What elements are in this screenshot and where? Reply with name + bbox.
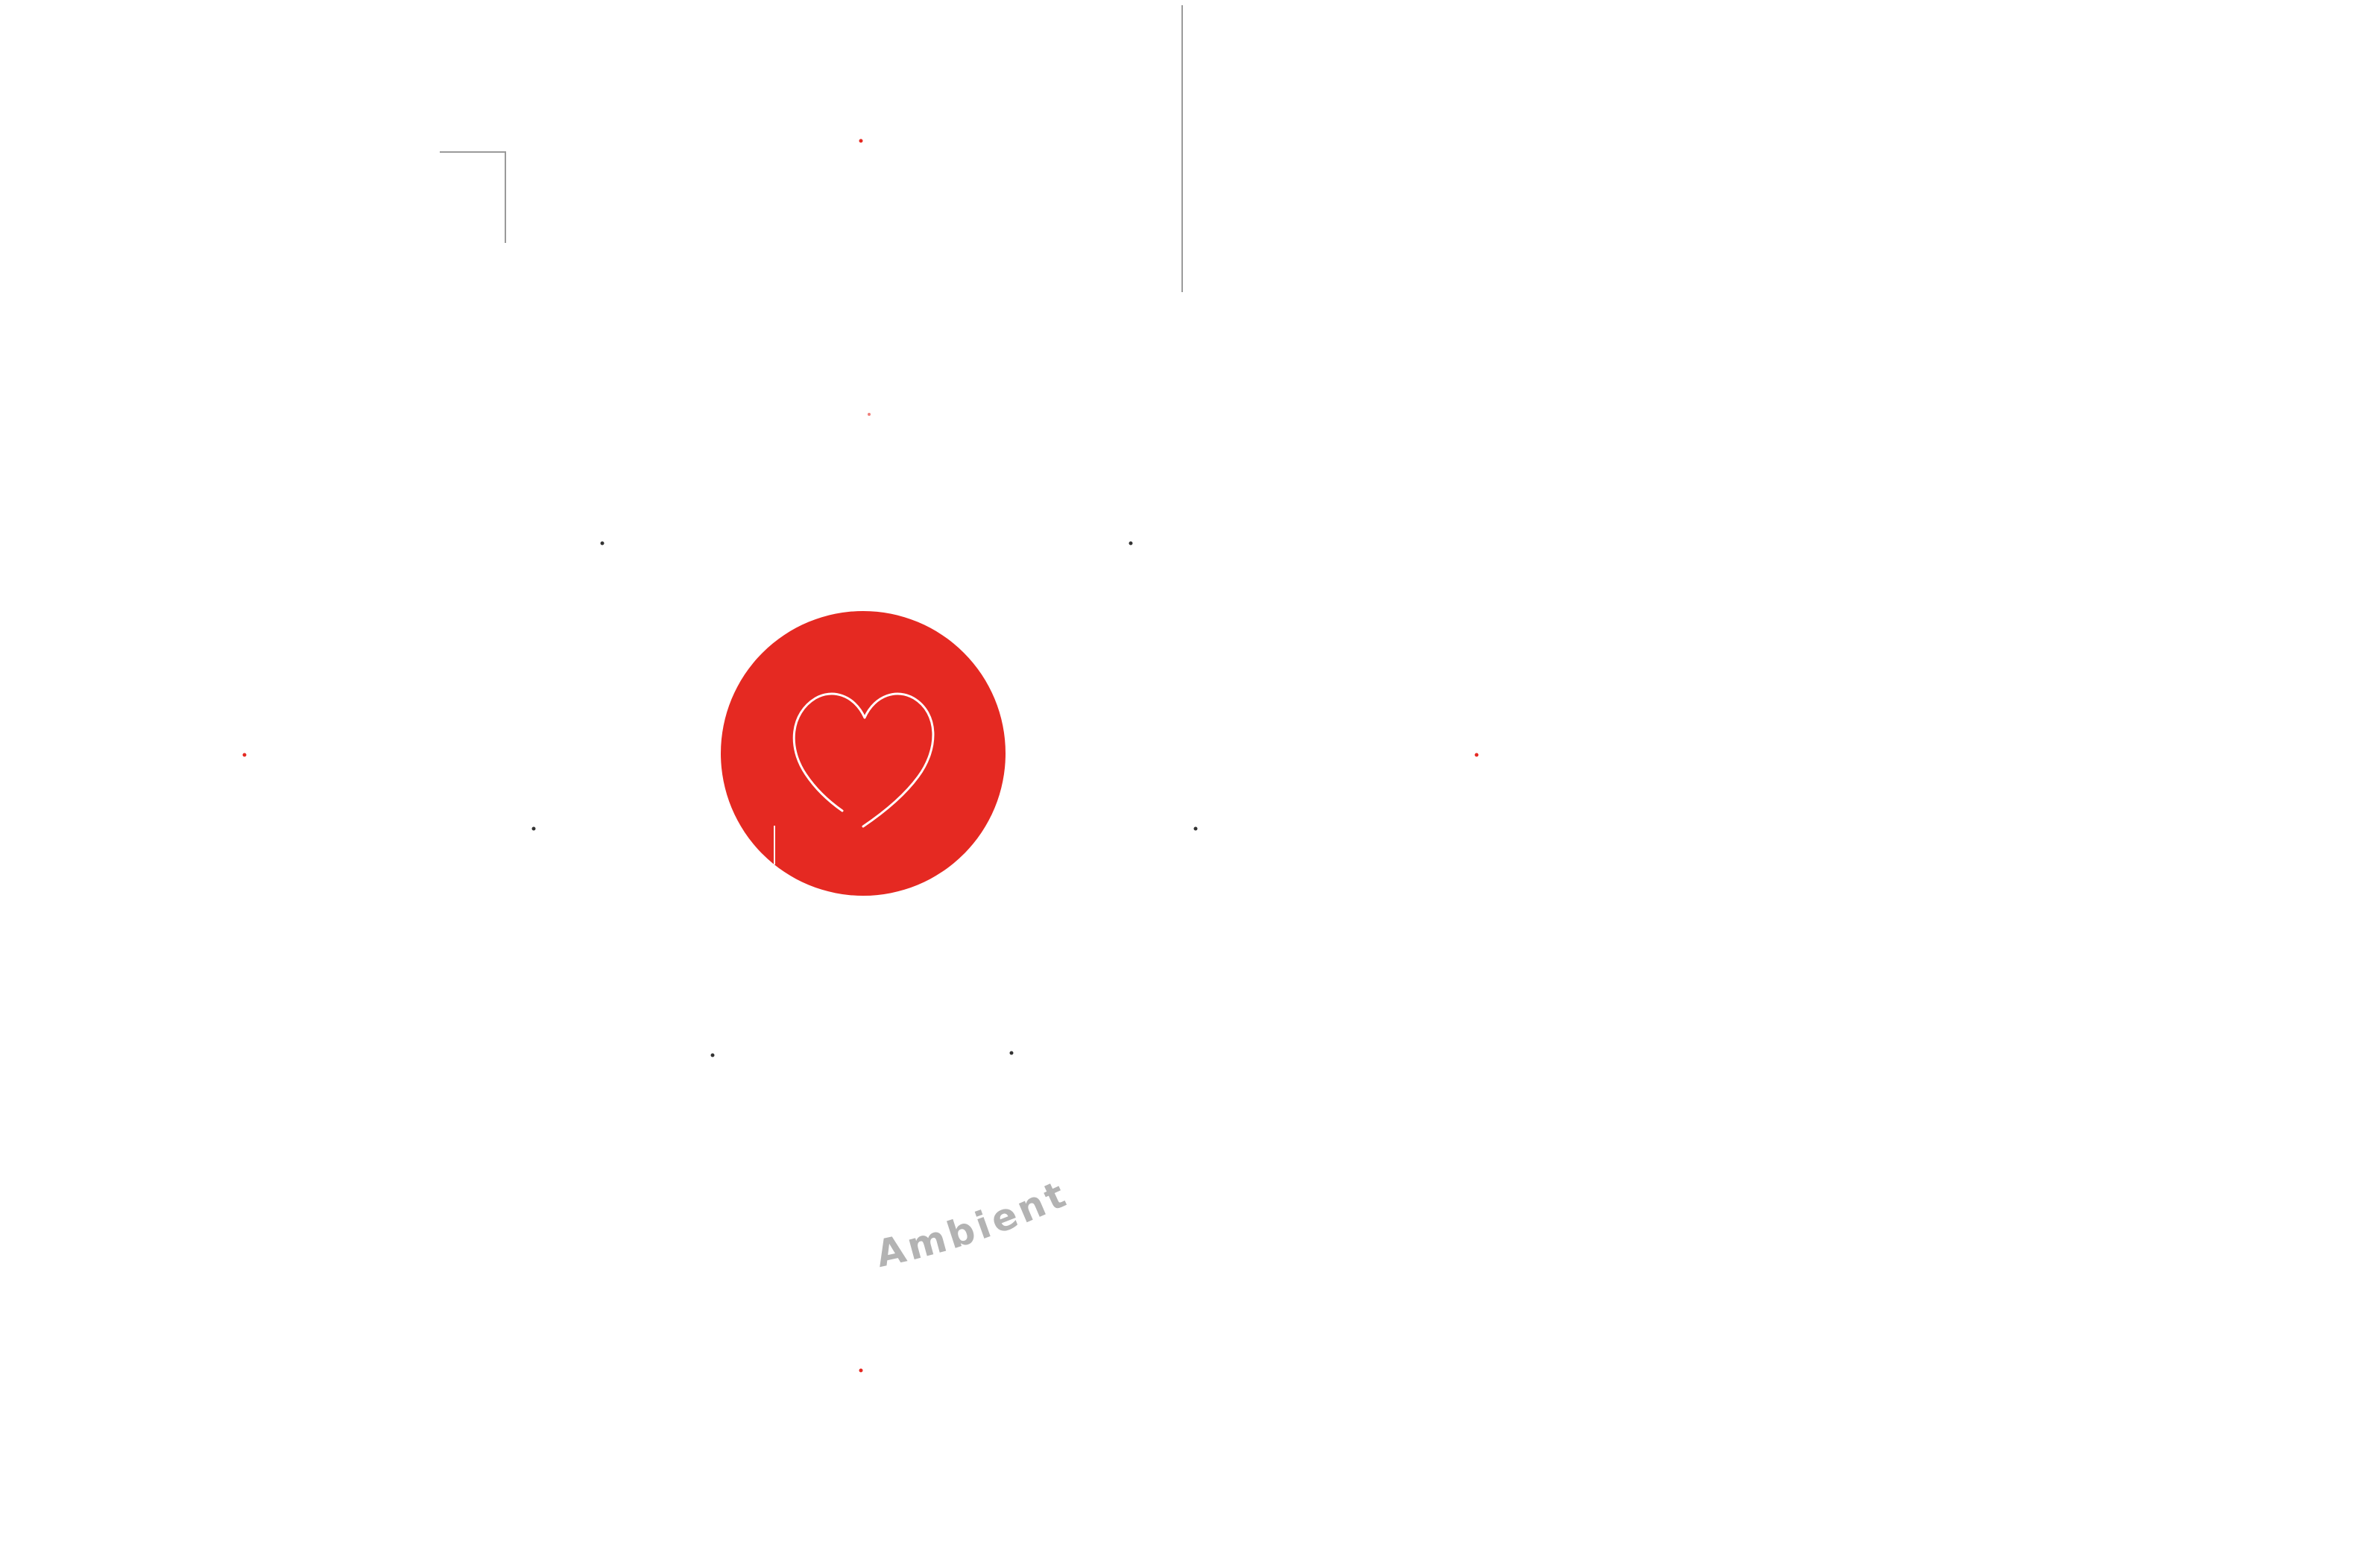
center-node (721, 611, 1006, 896)
marker-dot-far-right (1474, 753, 1479, 757)
marker-dot-top (859, 139, 863, 143)
corner-bracket-guide (440, 151, 506, 243)
marker-dot-upper-left (600, 541, 605, 545)
heart-icon (792, 692, 935, 828)
marker-dot-mid-left (531, 826, 536, 831)
marker-dots (242, 139, 1479, 1373)
marker-dot-mid-right (1193, 826, 1198, 831)
marker-dot-lower-right (1009, 1051, 1014, 1055)
marker-dot-lower-left (710, 1053, 715, 1057)
marker-dot-upper-right (1129, 541, 1133, 545)
marker-dot-far-left (242, 753, 247, 757)
center-circle (721, 611, 1006, 896)
marker-dot-upper-center (868, 413, 871, 416)
guide-lines (440, 5, 1183, 292)
marker-dot-bottom (859, 1368, 863, 1373)
